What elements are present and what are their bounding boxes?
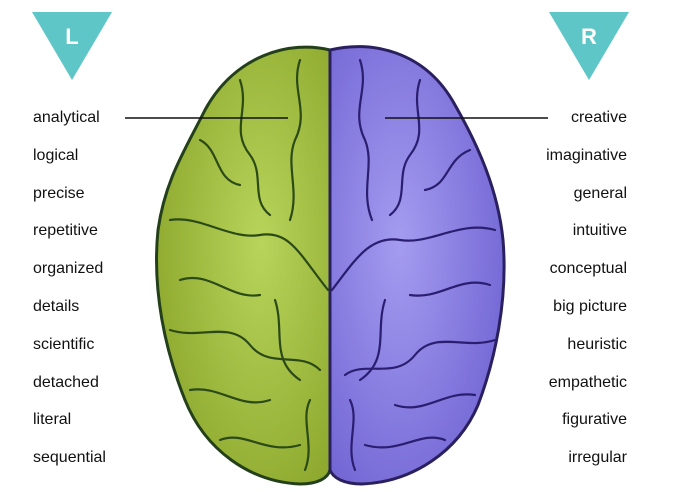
trait-label: repetitive [33, 222, 98, 240]
trait-label: details [33, 297, 80, 315]
trait-label: detached [33, 373, 99, 391]
triangle-icon [32, 12, 112, 80]
trait-label: conceptual [549, 260, 627, 278]
trait-label: organized [33, 260, 104, 278]
right-gyri [330, 58, 497, 472]
trait-label: creative [570, 109, 627, 126]
left-gyri [168, 58, 330, 472]
left-hemisphere [155, 45, 332, 486]
trait-label: imaginative [546, 146, 627, 164]
trait-label: precise [33, 184, 85, 202]
trait-label: literal [33, 411, 72, 429]
left-badge-letter: L [65, 24, 79, 49]
trait-label: intuitive [572, 222, 627, 240]
triangle-icon [549, 12, 629, 80]
trait-label: scientific [33, 335, 95, 353]
trait-label: logical [33, 146, 79, 164]
trait-label: big picture [553, 297, 627, 315]
right-hemisphere-badge: R [549, 12, 629, 80]
trait-label: empathetic [548, 373, 627, 391]
trait-label: irregular [568, 449, 627, 467]
trait-label: heuristic [567, 335, 627, 353]
right-badge-letter: R [581, 24, 597, 49]
trait-label: figurative [562, 411, 627, 429]
trait-label: analytical [33, 109, 100, 126]
right-brain-traits: creative imaginative general intuitive c… [546, 108, 627, 486]
trait-label: sequential [33, 449, 106, 467]
trait-label: general [573, 184, 627, 202]
left-hemisphere-badge: L [32, 12, 112, 80]
left-brain-traits: analytical logical precise repetitive or… [33, 108, 106, 486]
